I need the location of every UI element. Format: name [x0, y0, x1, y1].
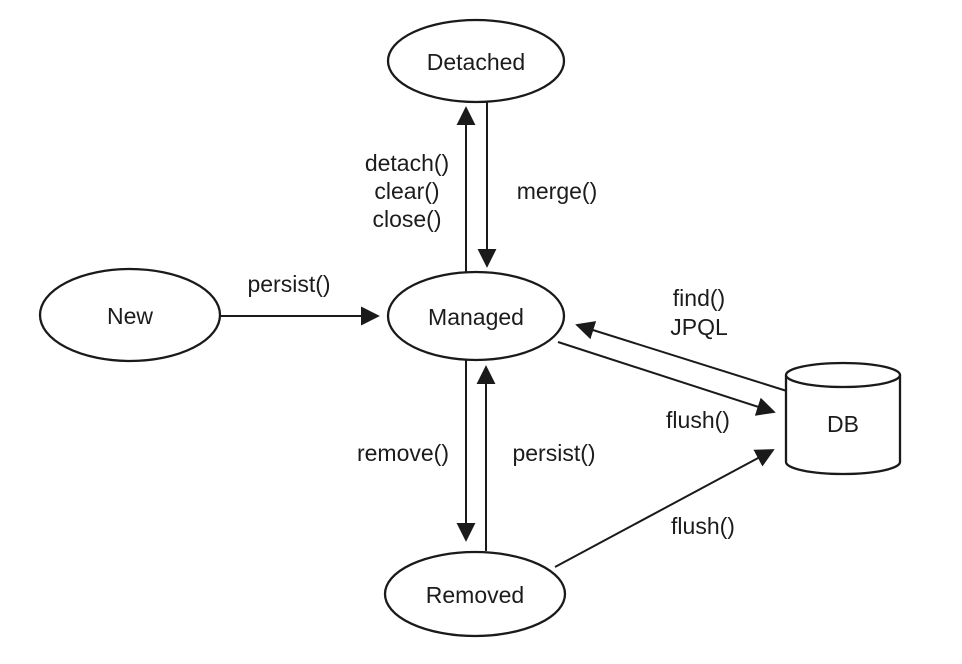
label-flush-removed: flush() — [671, 513, 735, 539]
label-persist-removed: persist() — [512, 440, 595, 466]
edge-managed-to-db — [557, 341, 776, 416]
node-new: New — [38, 267, 222, 363]
label-remove: remove() — [357, 440, 449, 466]
node-detached: Detached — [386, 18, 566, 104]
node-db-cylinder-top — [784, 361, 902, 389]
label-detach: detach() — [365, 150, 449, 176]
label-clear: clear() — [374, 178, 439, 204]
label-find: find() — [673, 285, 725, 311]
node-db-label: DB — [827, 411, 859, 437]
node-managed: Managed — [386, 270, 566, 362]
node-new-shape — [38, 267, 222, 363]
label-jpql: JPQL — [670, 314, 728, 340]
diagram-edges — [221, 102, 791, 568]
node-detached-shape — [386, 18, 566, 104]
label-flush-managed: flush() — [666, 407, 730, 433]
node-detached-label: Detached — [427, 49, 525, 75]
node-removed-label: Removed — [426, 582, 524, 608]
edge-removed-to-db — [554, 449, 775, 568]
node-new-label: New — [107, 303, 153, 329]
node-managed-shape — [386, 270, 566, 362]
diagram-edge-labels: persist() detach() clear() close() merge… — [247, 150, 734, 539]
edge-db-to-managed — [575, 321, 791, 393]
label-persist-new: persist() — [247, 271, 330, 297]
label-merge: merge() — [517, 178, 598, 204]
node-db-cylinder-body — [784, 375, 902, 476]
node-removed: Removed — [383, 550, 567, 638]
node-db: DB — [784, 361, 902, 476]
node-managed-label: Managed — [428, 304, 524, 330]
node-removed-shape — [383, 550, 567, 638]
label-close: close() — [372, 206, 441, 232]
